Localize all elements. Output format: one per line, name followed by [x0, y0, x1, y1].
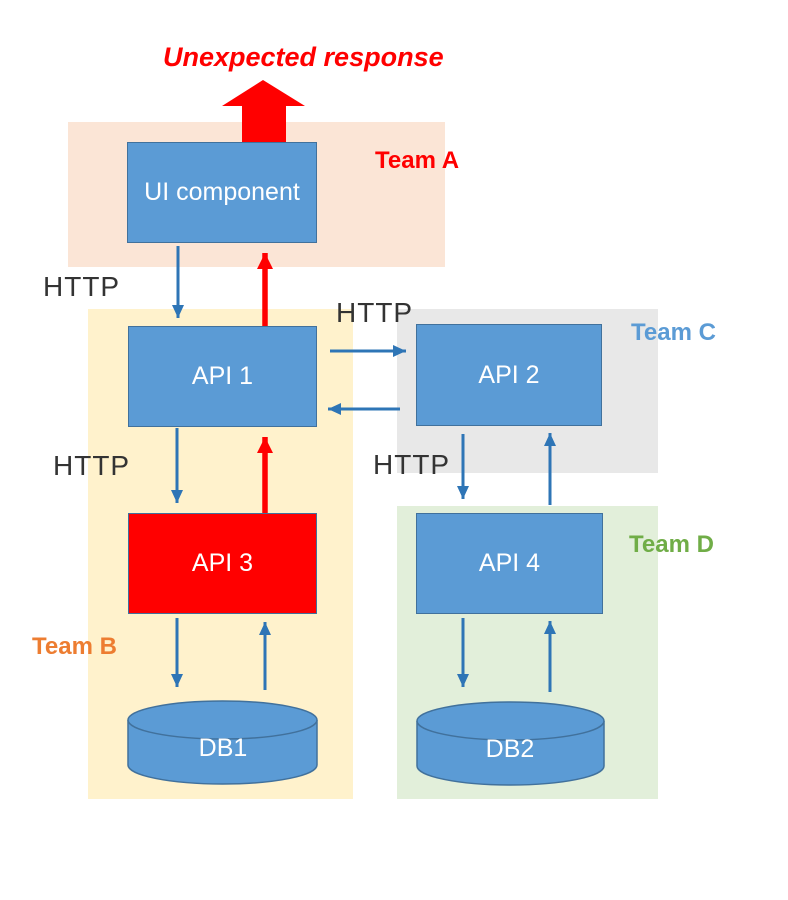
http-label-api1-api2: HTTP: [336, 297, 414, 328]
team-b-label: Team B: [32, 633, 117, 660]
team-d-label: Team D: [629, 531, 714, 558]
db-2-label: DB2: [485, 735, 535, 763]
http-label-api1-api3: HTTP: [53, 450, 131, 481]
db-1-label: DB1: [198, 734, 248, 762]
db-2-cylinder: [416, 701, 605, 786]
node-api-4: API 4: [416, 513, 603, 614]
http-label-api2-api4: HTTP: [373, 449, 451, 480]
node-api-3: API 3: [128, 513, 317, 614]
node-api-2: API 2: [416, 324, 602, 426]
team-a-label: Team A: [375, 147, 460, 174]
node-api-1: API 1: [128, 326, 317, 427]
http-label-ui-api1: HTTP: [43, 271, 121, 302]
node-ui-component: UI component: [127, 142, 317, 243]
team-c-label: Team C: [631, 319, 716, 346]
db-1-cylinder: [127, 700, 318, 785]
unexpected-response-label: Unexpected response: [163, 42, 444, 72]
